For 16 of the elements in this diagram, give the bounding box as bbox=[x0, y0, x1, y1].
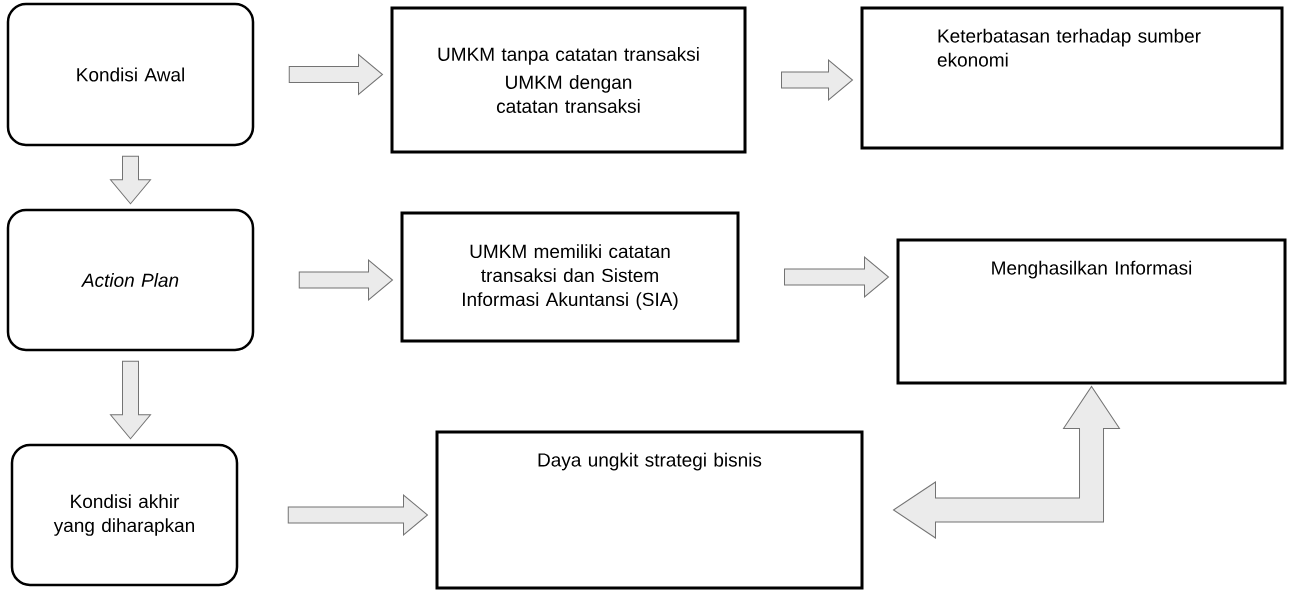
block-arrow bbox=[781, 59, 853, 101]
block-arrow bbox=[893, 386, 1120, 539]
process-box: Keterbatasan terhadap sumber ekonomi bbox=[860, 6, 1284, 150]
block-arrow bbox=[288, 54, 383, 95]
block-arrow bbox=[110, 360, 151, 440]
process-box: Menghasilkan Informasi bbox=[896, 238, 1287, 385]
process-box: UMKM tanpa catatan transaksi UMKM dengan catatan transaksi bbox=[390, 6, 747, 154]
rounded-box: Kondisi Awal bbox=[6, 2, 255, 147]
block-arrow bbox=[298, 259, 393, 301]
rounded-box: Action Plan bbox=[6, 208, 255, 352]
block-arrow bbox=[784, 256, 889, 298]
process-box: UMKM memiliki catatan transaksi dan Sistem Informasi Akuntansi (SIA) bbox=[400, 211, 740, 343]
block-arrow bbox=[287, 494, 428, 536]
process-box: Daya ungkit strategi bisnis bbox=[435, 430, 864, 590]
block-arrow bbox=[110, 155, 151, 205]
rounded-box: Kondisi akhir yang diharapkan bbox=[10, 443, 239, 587]
